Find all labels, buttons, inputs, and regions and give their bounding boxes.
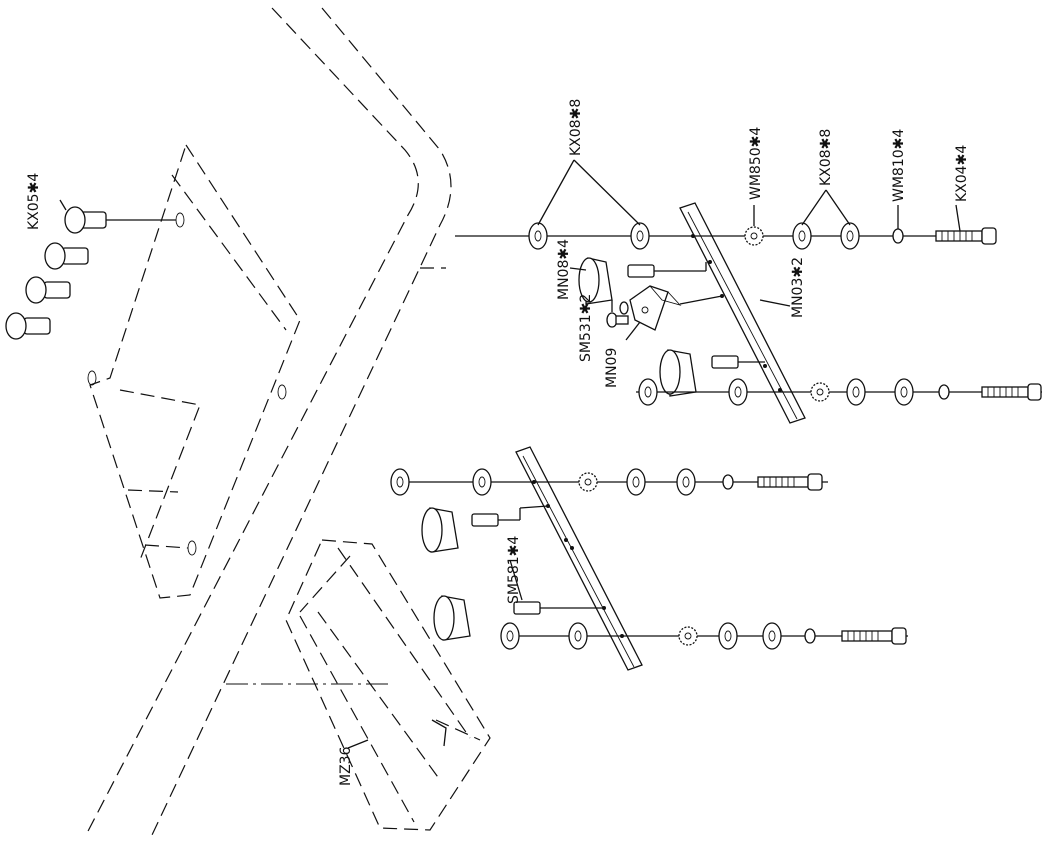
wm850-lock-washer-low2	[678, 626, 698, 646]
kx04-bolt-top	[935, 227, 997, 245]
kx08-washer-right-1	[792, 222, 812, 250]
label-kx08-right: KX08✱8	[818, 129, 834, 186]
kx08-washer-low2-2	[568, 622, 588, 650]
wm850-lock-washer-top	[744, 226, 764, 246]
label-mz36: MZ36	[338, 746, 354, 786]
kx04-bolt-low1	[757, 473, 823, 491]
kx05-bolt-4	[5, 312, 51, 340]
kx04-bolt-mid	[981, 383, 1042, 401]
leader-lines	[347, 159, 961, 749]
kx08-washer-low2-3	[718, 622, 738, 650]
kx08-washer-low1-1	[390, 468, 410, 496]
kx05-bolt-2	[44, 242, 89, 270]
kx08-washer-mid-3	[846, 378, 866, 406]
kx08-washer-low2-1	[500, 622, 520, 650]
label-sm581: SM581✱4	[506, 536, 522, 604]
label-wm810: WM810✱4	[891, 129, 907, 202]
mn08-foot-lower-1	[421, 505, 549, 553]
wm810-washer-mid	[938, 384, 950, 400]
wm810-washer-low2	[804, 628, 816, 644]
kx04-bolt-low2	[841, 627, 907, 645]
kx08-washer-low1-2	[472, 468, 492, 496]
kx08-washer-top-2	[630, 222, 650, 250]
mz36-tray	[285, 539, 491, 831]
mn08-foot-lower-2	[433, 595, 604, 641]
kx08-washer-mid-4	[894, 378, 914, 406]
kx08-washer-low1-4	[676, 468, 696, 496]
kx08-washer-low2-4	[762, 622, 782, 650]
label-mn03: MN03✱2	[790, 257, 806, 318]
mn09-clip	[629, 285, 682, 331]
kx08-washer-right-2	[840, 222, 860, 250]
mn08-foot-upper	[578, 257, 707, 305]
label-mn08: MN08✱4	[556, 239, 572, 300]
sm531-screws	[606, 301, 629, 328]
label-mn09: MN09	[604, 348, 620, 388]
table-frame-outline	[85, 7, 452, 836]
mn03-rail-upper	[679, 202, 806, 424]
kx08-washer-low1-3	[626, 468, 646, 496]
kx08-washer-top-1	[528, 222, 548, 250]
label-wm850: WM850✱4	[748, 127, 764, 200]
kx05-bolt-3	[25, 276, 71, 304]
label-kx08-top: KX08✱8	[568, 99, 584, 156]
kx05-bolt-1	[64, 206, 107, 234]
label-sm531: SM531✱2	[578, 294, 594, 362]
wm850-lock-washer-low1	[578, 472, 598, 492]
label-kx04: KX04✱4	[954, 145, 970, 202]
kx08-washer-mid-2	[728, 378, 748, 406]
mn08-foot-middle	[659, 349, 765, 397]
mn03-rail-lower	[515, 446, 643, 671]
wm850-lock-washer-mid	[810, 382, 830, 402]
kx05-bolts	[5, 199, 176, 340]
mounting-bracket-outline	[87, 143, 301, 599]
wm810-washer-low1	[722, 474, 734, 490]
kx08-washer-mid-1	[638, 378, 658, 406]
wm810-washer-top	[892, 228, 904, 244]
label-kx05: KX05✱4	[26, 173, 42, 230]
